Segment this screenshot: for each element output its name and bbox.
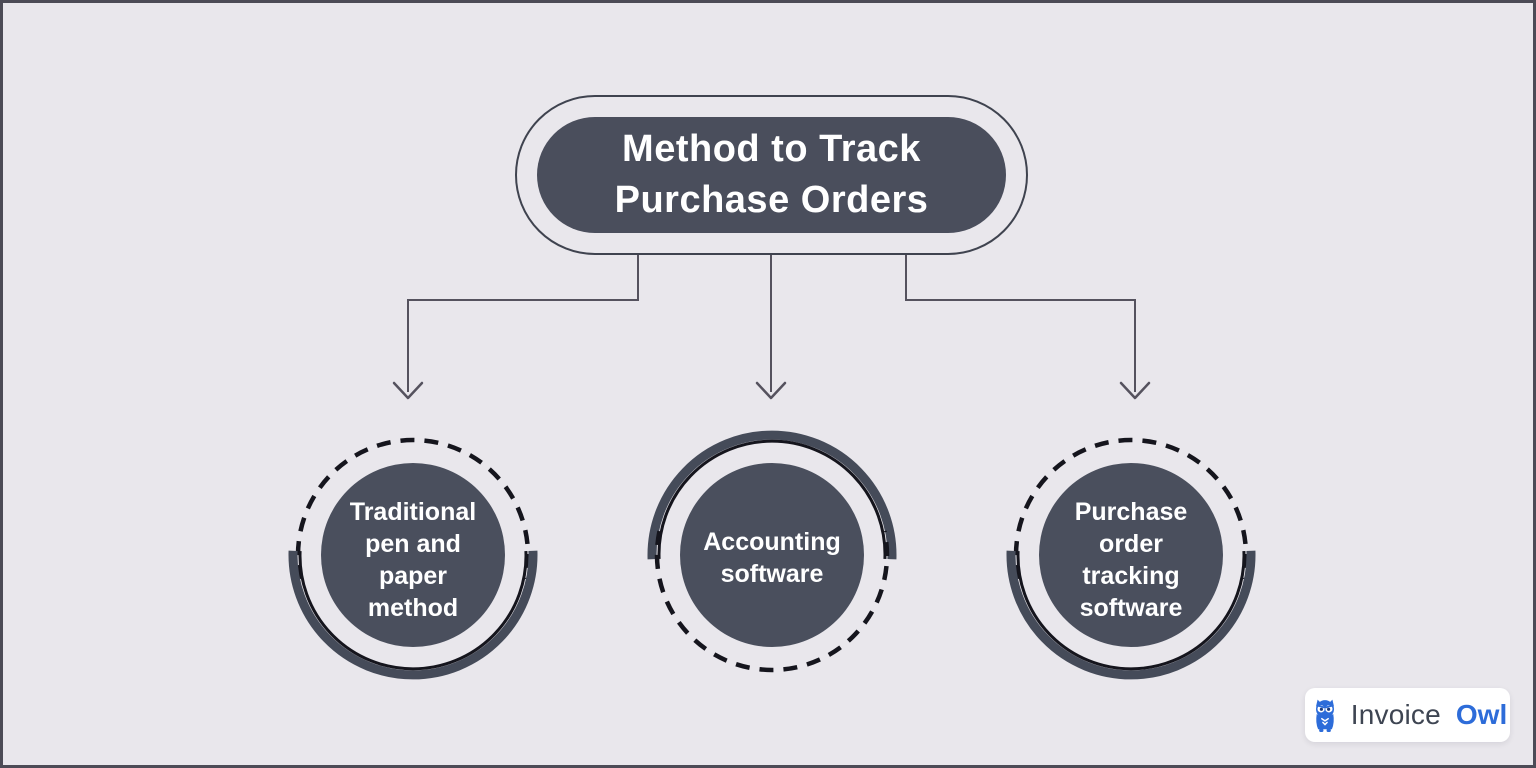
ring-solid-band (288, 550, 538, 680)
node-circle-accounting (647, 430, 897, 673)
arrowhead-right-icon (1119, 381, 1151, 400)
ring-solid-band (647, 430, 897, 560)
ring-dashed-arc (1013, 437, 1249, 580)
node-disc (680, 463, 864, 647)
node-disc (1039, 463, 1223, 647)
ring-dashed-arc (654, 530, 890, 673)
connector-left (392, 255, 639, 400)
diagram-title: Method to Track Purchase Orders (614, 128, 929, 221)
arrowhead-left-icon (392, 381, 424, 400)
connector-right-line (905, 255, 1136, 392)
node-circle-po-tracking (1006, 437, 1256, 680)
node-disc (321, 463, 505, 647)
connector-middle (755, 255, 787, 400)
node-label-traditional: Traditional pen and paper method (349, 498, 477, 622)
arrowhead-middle-icon (755, 381, 787, 400)
invoiceowl-logo: Invoice Owl (1305, 688, 1510, 742)
connector-right (905, 255, 1151, 400)
logo-text-owl: Owl (1455, 699, 1508, 730)
logo-text-invoice: Invoice (1350, 699, 1441, 730)
ring-dashed-arc (295, 437, 531, 580)
title-pill: Method to Track Purchase Orders (515, 95, 1028, 255)
title-pill-inner: Method to Track Purchase Orders (537, 117, 1006, 233)
connector-left-line (407, 255, 639, 392)
ring-solid-line (1016, 551, 1246, 671)
node-label-po-tracking: Purchase order tracking software (1074, 498, 1188, 622)
ring-solid-band (1006, 550, 1256, 680)
ring-solid-line (657, 439, 887, 559)
ring-solid-line (298, 551, 528, 671)
diagram-graphics (288, 255, 1256, 680)
node-circle-traditional (288, 437, 538, 680)
node-label-accounting: Accounting software (703, 528, 841, 588)
owl-icon (1315, 699, 1334, 732)
